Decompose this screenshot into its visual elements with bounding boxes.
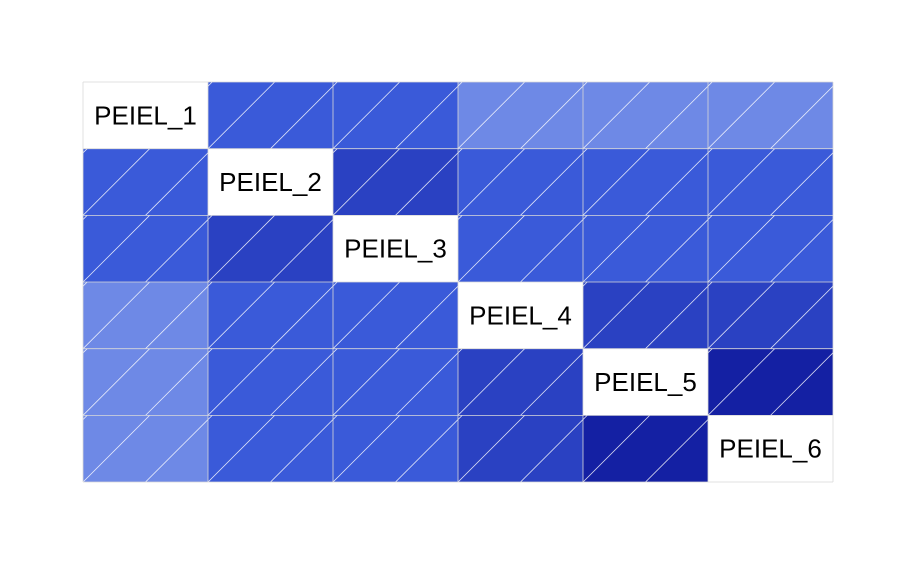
hatch-line (896, 215, 915, 282)
heatmap-cell-r3-c1 (83, 215, 208, 282)
heatmap-cell-r6-c3 (333, 415, 458, 482)
variable-label-2: PEIEL_2 (219, 167, 322, 197)
variable-label-5: PEIEL_5 (594, 367, 697, 397)
heatmap-cell-r1-c2 (208, 82, 333, 149)
variable-label-3: PEIEL_3 (344, 234, 447, 264)
hatch-line (833, 149, 900, 216)
heatmap-cell-r4-c5 (583, 282, 708, 349)
heatmap-cell-r2-c3 (333, 149, 458, 216)
heatmap-cell-r6-c4 (458, 415, 583, 482)
heatmap-cell-r1-c4 (458, 82, 583, 149)
hatch-line (896, 349, 915, 416)
heatmap-cell-r5-c6 (708, 349, 833, 416)
heatmap-cell-r2-c4 (458, 149, 583, 216)
heatmap-cell-r1-c3 (333, 82, 458, 149)
heatmap-cell-r2-c6 (708, 149, 833, 216)
heatmap-cell-r1-c5 (583, 82, 708, 149)
heatmap-cell-r3-c6 (708, 215, 833, 282)
hatch-line (833, 215, 900, 282)
hatch-line (21, 282, 88, 349)
hatch-line (21, 349, 88, 416)
heatmap-cell-r4-c6 (708, 282, 833, 349)
heatmap-cell-r3-c5 (583, 215, 708, 282)
heatmap-cell-r6-c2 (208, 415, 333, 482)
heatmap-cell-r2-c5 (583, 149, 708, 216)
heatmap-cell-r4-c3 (333, 282, 458, 349)
hatch-line (0, 149, 25, 216)
hatch-line (0, 215, 25, 282)
hatch-line (0, 415, 25, 482)
heatmap-cell-r3-c4 (458, 215, 583, 282)
heatmap-cell-r4-c2 (208, 282, 333, 349)
heatmap-cell-r6-c1 (83, 415, 208, 482)
heatmap-cell-r5-c2 (208, 349, 333, 416)
hatch-line (0, 282, 25, 349)
heatmap-cell-r6-c5 (583, 415, 708, 482)
variable-label-6: PEIEL_6 (719, 434, 822, 464)
heatmap-cell-r3-c2 (208, 215, 333, 282)
heatmap-cell-r5-c1 (83, 349, 208, 416)
hatch-line (21, 415, 88, 482)
hatch-line (833, 82, 900, 149)
hatch-line (833, 282, 900, 349)
heatmap-cell-r4-c1 (83, 282, 208, 349)
hatch-line (21, 149, 88, 216)
hatch-line (21, 215, 88, 282)
hatch-line (0, 349, 25, 416)
variable-label-1: PEIEL_1 (94, 100, 197, 130)
hatch-line (896, 82, 915, 149)
heatmap-cell-r5-c4 (458, 349, 583, 416)
hatch-line (833, 349, 900, 416)
hatch-line (896, 282, 915, 349)
hatch-line (896, 149, 915, 216)
heatmap-cell-r5-c3 (333, 349, 458, 416)
variable-label-4: PEIEL_4 (469, 300, 572, 330)
heatmap-cell-r1-c6 (708, 82, 833, 149)
heatmap-cell-r2-c1 (83, 149, 208, 216)
